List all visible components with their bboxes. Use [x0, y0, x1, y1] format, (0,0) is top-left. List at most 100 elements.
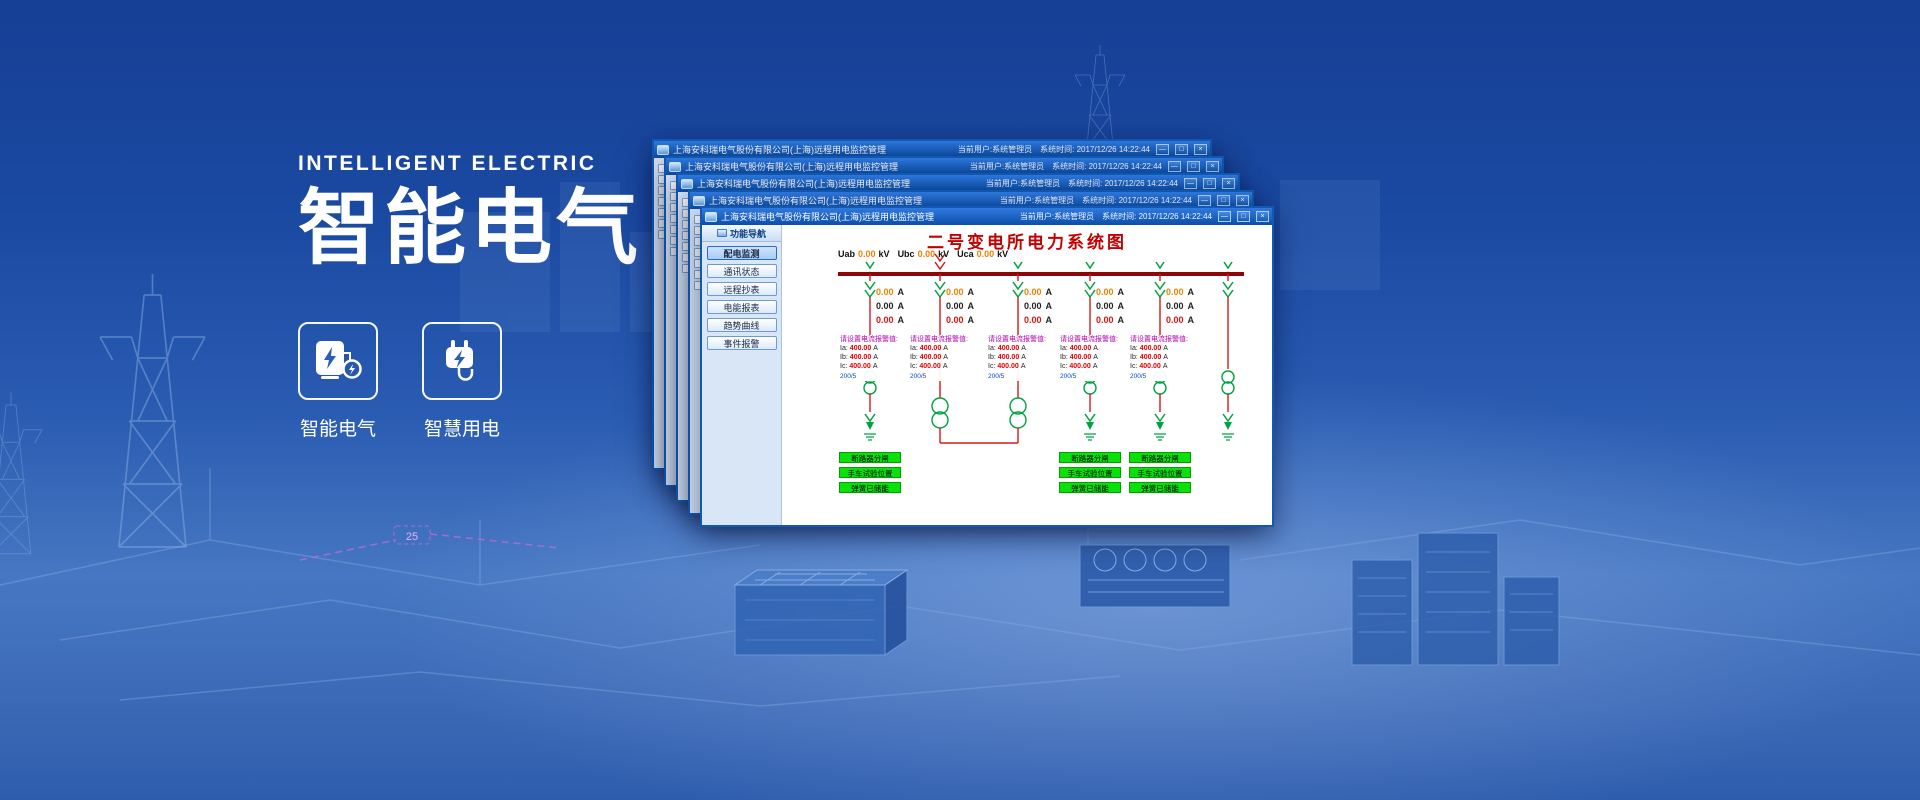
minimize-button[interactable]: —: [1218, 211, 1231, 222]
feature-label: 智慧用电: [423, 419, 500, 440]
function-nav-sidebar: 功能导航 配电监测 通讯状态 远程抄表 电能报表 趋势曲线 事件报警: [702, 225, 782, 525]
titlebar-time: 系统时间: 2017/12/26 14:22:44: [1068, 179, 1178, 188]
close-button[interactable]: ×: [1194, 144, 1207, 155]
titlebar-time: 系统时间: 2017/12/26 14:22:44: [1040, 145, 1150, 154]
close-button[interactable]: ×: [1222, 178, 1235, 189]
breaker-status-group-3: 断路器分闸 手车试验位置 弹簧已储能: [1129, 452, 1191, 497]
titlebar-time: 系统时间: 2017/12/26 14:22:44: [1082, 196, 1192, 205]
window-titlebar[interactable]: 上海安科瑞电气股份有限公司(上海)远程用电监控管理 当前用户:系统管理员 系统时…: [690, 192, 1252, 209]
window-titlebar[interactable]: 上海安科瑞电气股份有限公司(上海)远程用电监控管理 当前用户:系统管理员 系统时…: [654, 141, 1210, 158]
titlebar-user: 当前用户:系统管理员: [985, 179, 1061, 188]
minimize-button[interactable]: —: [1156, 144, 1169, 155]
close-button[interactable]: ×: [1256, 211, 1269, 222]
titlebar-time: 系统时间: 2017/12/26 14:22:44: [1052, 162, 1162, 171]
window-titlebar[interactable]: 上海安科瑞电气股份有限公司(上海)远程用电监控管理 当前用户:系统管理员 系统时…: [666, 158, 1222, 175]
close-button[interactable]: ×: [1236, 195, 1249, 206]
status-breaker-open: 断路器分闸: [1129, 452, 1191, 463]
window-titlebar[interactable]: 上海安科瑞电气股份有限公司(上海)远程用电监控管理 当前用户:系统管理员 系统时…: [702, 208, 1272, 225]
maximize-button[interactable]: □: [1203, 178, 1216, 189]
minimize-button[interactable]: —: [1198, 195, 1211, 206]
hero-title: 智能电气: [298, 183, 643, 274]
titlebar-user: 当前用户:系统管理员: [969, 162, 1045, 171]
chiller-unit: [1079, 528, 1231, 608]
bus-bar: [838, 271, 1244, 277]
status-breaker-open: 断路器分闸: [1059, 452, 1121, 463]
window-title: 上海安科瑞电气股份有限公司(上海)远程用电监控管理: [685, 162, 898, 172]
feeder-symbol-4: [1221, 261, 1235, 441]
titlebar-user: 当前用户:系统管理员: [957, 145, 1033, 154]
ct-ratio-label: 200/5: [840, 373, 857, 380]
status-handcart-test: 手车试验位置: [839, 467, 901, 478]
nav-item-distribution-monitor[interactable]: 配电监测: [706, 246, 777, 260]
app-logo-icon: [705, 211, 717, 222]
nav-item-event-alarm[interactable]: 事件报警: [706, 336, 777, 350]
ct-ratio-label: 200/5: [988, 373, 1005, 380]
minimize-button[interactable]: —: [1184, 178, 1197, 189]
nav-item-trend-curve[interactable]: 趋势曲线: [706, 318, 777, 332]
nav-header-label: 功能导航: [729, 228, 766, 239]
monitor-icon: [716, 229, 727, 237]
app-window-front[interactable]: 上海安科瑞电气股份有限公司(上海)远程用电监控管理 当前用户:系统管理员 系统时…: [700, 206, 1274, 527]
window-title: 上海安科瑞电气股份有限公司(上海)远程用电监控管理: [721, 212, 934, 222]
nav-item-remote-meter[interactable]: 远程抄表: [706, 282, 777, 296]
nav-item-energy-report[interactable]: 电能报表: [706, 300, 777, 314]
feature-card: [298, 322, 378, 400]
titlebar-user: 当前用户:系统管理员: [1019, 212, 1095, 221]
solar-building: [733, 569, 909, 656]
breaker-status-group-1: 断路器分闸 手车试验位置 弹簧已储能: [839, 452, 901, 497]
feature-label: 智能电气: [299, 419, 376, 440]
maximize-button[interactable]: □: [1175, 144, 1188, 155]
status-breaker-open: 断路器分闸: [839, 452, 901, 463]
distance-marker-label: 25: [406, 531, 418, 543]
window-titlebar[interactable]: 上海安科瑞电气股份有限公司(上海)远程用电监控管理 当前用户:系统管理员 系统时…: [678, 175, 1238, 192]
feature-smart-electric[interactable]: 智能电气: [298, 322, 378, 441]
status-spring-charged: 弹簧已储能: [1129, 482, 1191, 493]
maximize-button[interactable]: □: [1187, 161, 1200, 172]
titlebar-time: 系统时间: 2017/12/26 14:22:44: [1102, 212, 1212, 221]
titlebar-user: 当前用户:系统管理员: [999, 196, 1075, 205]
single-line-diagram: [838, 253, 1244, 444]
window-title: 上海安科瑞电气股份有限公司(上海)远程用电监控管理: [697, 179, 910, 189]
maximize-button[interactable]: □: [1217, 195, 1230, 206]
breaker-status-group-2: 断路器分闸 手车试验位置 弹簧已储能: [1059, 452, 1121, 497]
ct-ratio-label: 200/5: [1060, 373, 1077, 380]
feature-card: [422, 322, 502, 400]
nav-item-comm-status[interactable]: 通讯状态: [706, 264, 777, 278]
close-button[interactable]: ×: [1206, 161, 1219, 172]
ct-ratio-label: 200/5: [910, 373, 927, 380]
hero-eyebrow: INTELLIGENT ELECTRIC: [298, 152, 597, 175]
status-handcart-test: 手车试验位置: [1059, 467, 1121, 478]
dashed-route: 25: [299, 525, 561, 561]
minimize-button[interactable]: —: [1168, 161, 1181, 172]
hero-content: INTELLIGENT ELECTRIC 智能电气 智能电气: [298, 152, 642, 441]
transmission-tower-far-left: [0, 392, 43, 555]
nav-header: 功能导航: [702, 225, 781, 242]
app-logo-icon: [669, 161, 681, 172]
ev-charger-icon: [316, 341, 362, 379]
maximize-button[interactable]: □: [1237, 211, 1250, 222]
app-logo-icon: [681, 178, 693, 189]
feature-smart-power[interactable]: 智慧用电: [422, 322, 502, 441]
diagram-title: 二号变电所电力系统图: [927, 233, 1127, 253]
transmission-tower-left: [99, 273, 206, 548]
buildings-right: [1351, 532, 1560, 666]
status-spring-charged: 弹簧已储能: [839, 482, 901, 493]
app-logo-icon: [657, 144, 669, 155]
app-logo-icon: [693, 195, 705, 206]
